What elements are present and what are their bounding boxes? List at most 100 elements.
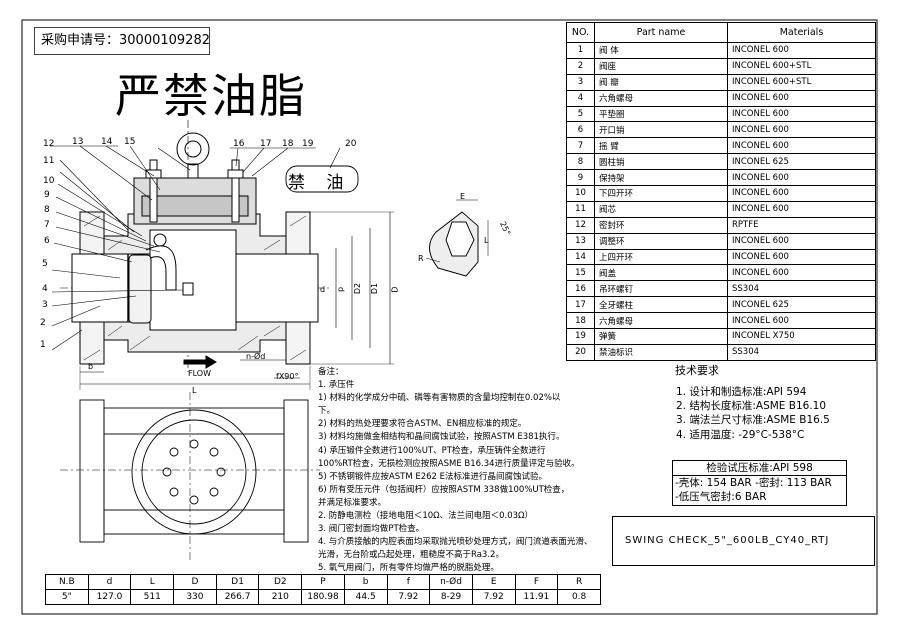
part-no: 9 [566,169,595,187]
callout-20: 20 [345,139,357,149]
detail-E: E [460,192,466,201]
spec-value-cell: 330 [173,589,217,605]
section-view [50,120,394,390]
dim-d: d [320,285,326,294]
spec-header-cell: R [557,574,601,590]
spec-value-cell: 7.92 [386,589,431,605]
note-line: 5. 氧气用阀门，所有零件均做严格的脱脂处理。 [318,563,499,574]
note-line: 4. 与介质接触的内腔表面均采取抛光喷砂处理方式，阀门流道表面光滑、 [318,537,593,548]
note-line: 6) 所有受压元件（包括阀杆）应按照ASTM 338做100%UT检查， [318,484,570,495]
part-material: INCONEL 600 [727,89,876,107]
dim-b: b [88,362,94,371]
part-name: 阀 瓣 [594,73,728,91]
part-no: 16 [566,280,595,298]
spec-value-cell: 266.7 [215,589,260,605]
part-no: 19 [566,328,595,345]
callout-10: 10 [43,176,55,186]
callout-18: 18 [282,139,294,149]
part-name: 阀芯 [594,200,728,218]
part-no: 4 [566,89,595,107]
callout-17: 17 [260,139,272,149]
groove-detail [425,199,489,277]
spec-header-cell: d [87,574,132,590]
header-materials: Materials [727,22,876,43]
end-view [60,392,320,560]
part-name: 保持架 [594,169,728,187]
spec-value-cell: 210 [258,589,303,605]
part-name: 全牙螺柱 [594,296,728,314]
note-line: 备注： [318,367,344,377]
tech-requirement: 1. 设计和制造标准:API 594 [676,386,807,398]
callout-13: 13 [72,137,84,147]
callout-15: 15 [124,137,136,147]
oil-prohibited-label: 禁 油 [288,173,352,193]
bolt-circle-holes [162,439,226,505]
part-name: 圆柱销 [594,153,728,171]
part-material: INCONEL 600 [727,105,876,123]
note-line: 3) 材料均施做金相结构和晶间腐蚀试验，按照ASTM E381执行。 [318,432,565,443]
part-no: 18 [566,312,595,330]
callout-3: 3 [42,300,48,310]
flow-label: FLOW [188,369,211,378]
part-name: 吊环螺钉 [594,280,728,298]
spec-value-cell: 11.91 [514,589,559,605]
tech-requirement: 4. 适用温度: -29°C-538°C [676,428,805,441]
part-name: 阀座 [594,57,728,75]
callout-19: 19 [302,139,314,149]
pressure-test-box: 检验试压标准:API 598 -壳体: 154 BAR -密封: 113 BAR… [672,460,847,506]
part-no: 14 [566,248,595,266]
pressure-test-line: -壳体: 154 BAR -密封: 113 BAR [675,477,832,489]
spec-header-cell: b [343,574,388,590]
part-material: INCONEL 625 [727,153,876,171]
note-line: 5) 不锈钢锻件应按ASTM E262 E法标准进行晶间腐蚀试验。 [318,471,548,482]
spec-value-cell: 8-29 [429,589,473,605]
part-material: INCONEL 625 [727,296,876,314]
part-name: 下四开环 [594,185,728,202]
spec-header-cell: F [514,574,559,590]
header-part-name: Part name [594,22,728,43]
part-name: 禁油标识 [594,343,728,361]
part-name: 调整环 [594,232,728,250]
part-material: INCONEL 600 [727,248,876,266]
spec-header-cell: n-Ød [429,574,473,590]
note-line: 100%RT检查，无损检测应按照ASME B16.34进行质量评定与验收。 [318,458,580,469]
note-line: 下。 [318,406,336,417]
note-line: 1. 承压件 [318,380,355,391]
part-material: RPTFE [727,216,876,234]
tech-requirement: 2. 结构长度标准:ASME B16.10 [676,400,827,413]
part-name: 弹簧 [594,328,728,345]
spec-value-cell: 5" [45,589,89,605]
part-name: 摇 臂 [594,137,728,155]
part-material: INCONEL X750 [727,328,876,345]
pressure-test-lines: -壳体: 154 BAR -密封: 113 BAR -低压气密封:6 BAR [675,477,832,504]
part-no: 15 [566,264,595,282]
spec-value-cell: 7.92 [471,589,516,605]
part-name: 开口销 [594,121,728,139]
callout-12: 12 [43,139,55,149]
part-no: 5 [566,105,595,123]
part-material: INCONEL 600 [727,137,876,155]
spec-header-cell: f [386,574,431,590]
spec-header-cell: D2 [258,574,303,590]
callout-1: 1 [40,340,46,350]
part-material: INCONEL 600 [727,312,876,330]
part-material: SS304 [727,343,876,361]
dim-L: L [192,386,197,395]
spec-header-cell: L [130,574,175,590]
spec-header-cell: D1 [215,574,260,590]
part-no: 3 [566,73,595,91]
